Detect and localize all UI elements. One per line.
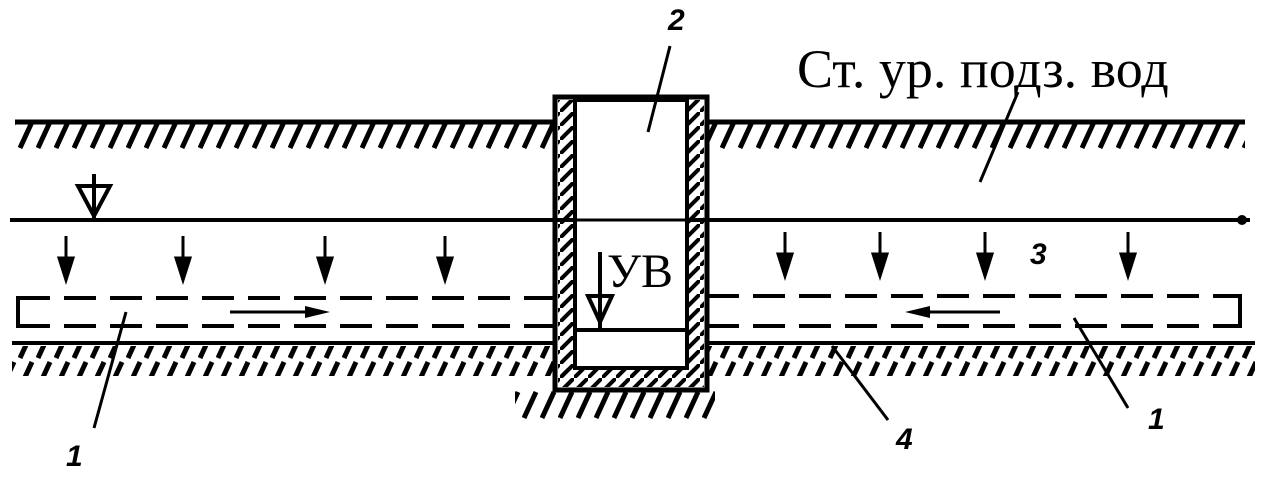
drain-pipe-right <box>707 294 1242 328</box>
callout-well: 2 <box>668 4 685 37</box>
callout-drain-right: 1 <box>1148 403 1165 436</box>
callout-water-zone: 3 <box>1030 238 1047 271</box>
flow-arrow-left <box>230 306 330 318</box>
callout-aquitard: 4 <box>896 423 913 456</box>
well-water-level-label: УВ <box>607 245 673 298</box>
static-groundwater-level-label: Ст. ур. подз. вод <box>797 39 1169 99</box>
ground-surface <box>15 119 1245 150</box>
flow-arrow-right <box>905 306 1000 318</box>
callout-drain-left: 1 <box>66 440 83 473</box>
leader-lines <box>92 45 1130 429</box>
aquitard-layer <box>12 341 1255 420</box>
seepage-arrows <box>56 232 1138 285</box>
collector-well <box>552 94 710 393</box>
drain-pipe-left <box>16 296 555 328</box>
